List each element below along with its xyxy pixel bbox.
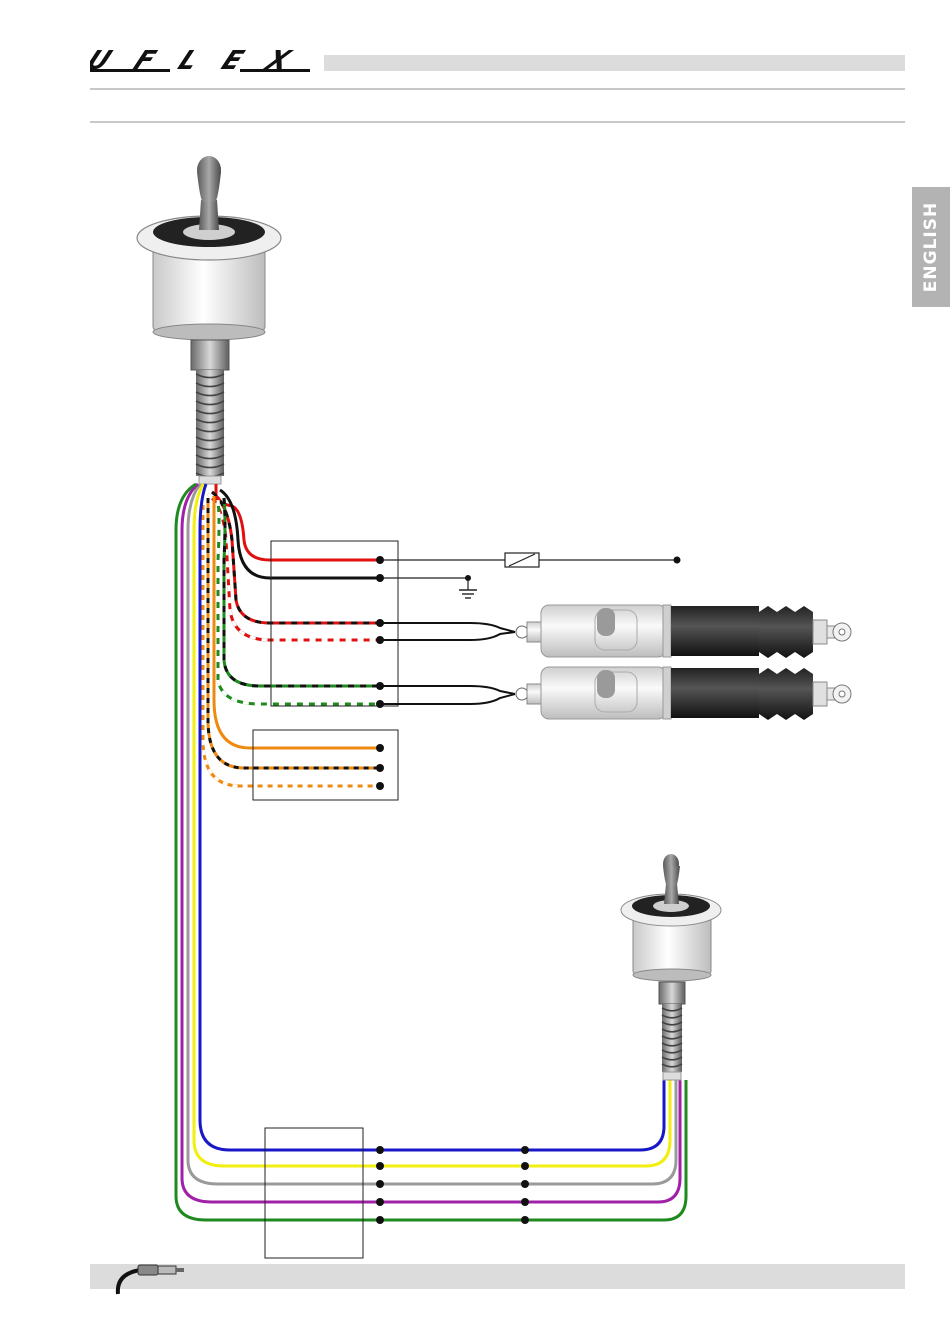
wire-red <box>216 484 380 560</box>
footer-bar <box>90 1264 905 1289</box>
auxiliary-connection-box <box>253 730 398 800</box>
actuator-2 <box>516 667 851 720</box>
actuator-cables <box>380 623 515 704</box>
ground-icon <box>459 590 477 598</box>
wire-green <box>176 484 686 1220</box>
wire-orange-black <box>208 498 380 768</box>
wire-gray <box>188 484 676 1184</box>
power-terminal <box>674 557 681 564</box>
secondary-joystick <box>621 854 721 1080</box>
main-cable-spring <box>196 370 224 477</box>
terminal-dots <box>376 556 529 1224</box>
cable-icon <box>110 1256 190 1296</box>
actuator-1 <box>516 605 851 658</box>
wire-blue <box>200 484 664 1150</box>
power-line <box>380 553 681 567</box>
main-joystick <box>137 156 281 484</box>
main-wire-bundle <box>176 484 686 1220</box>
wire-green-black <box>224 498 380 686</box>
ground-line <box>380 575 477 598</box>
wire-yellow <box>194 484 670 1166</box>
bus-connection-box <box>265 1128 363 1258</box>
wire-purple <box>182 484 680 1202</box>
